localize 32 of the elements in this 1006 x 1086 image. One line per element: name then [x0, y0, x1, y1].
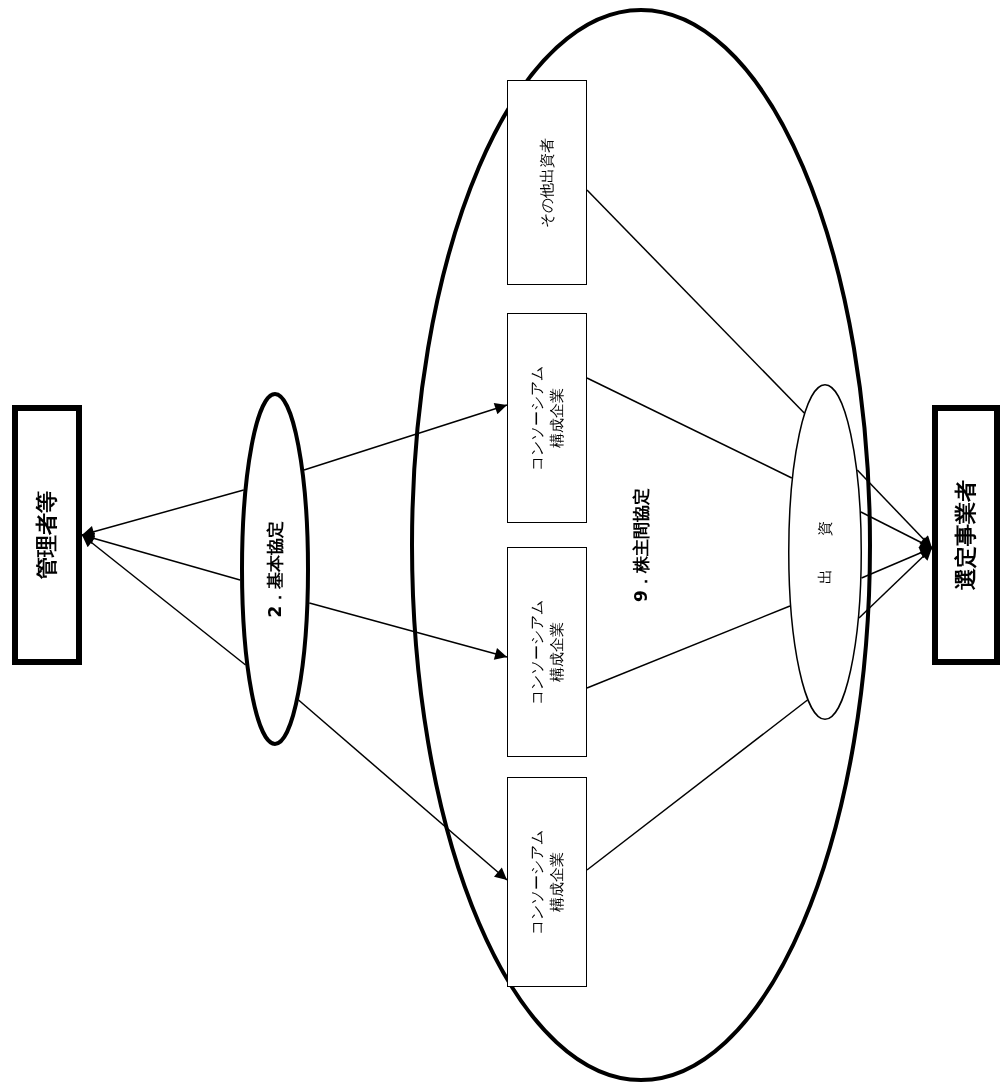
node-label: コンソーシアム構成企業 — [526, 598, 567, 706]
member-box — [507, 313, 587, 523]
investor-box — [507, 80, 587, 285]
arrow — [81, 534, 247, 666]
connector-line — [586, 377, 793, 479]
arrow — [81, 532, 241, 581]
member-box — [507, 547, 587, 757]
arrow — [297, 699, 508, 881]
node-label: コンソーシアム構成企業 — [526, 828, 567, 936]
entity-box — [12, 405, 82, 665]
entity-box — [932, 405, 1000, 665]
node-label: その他出資者 — [536, 136, 557, 230]
node-label: 2．基本協定 — [263, 519, 286, 620]
arrow — [858, 547, 933, 619]
connector-line — [586, 189, 805, 414]
node-label: 9．株主間協定 — [629, 487, 652, 604]
connector-line — [586, 699, 809, 871]
arrow — [81, 489, 245, 538]
arrow — [303, 402, 508, 471]
node-label: 出資 — [814, 486, 835, 586]
arrow — [856, 469, 933, 549]
investment-ellipse — [788, 384, 862, 720]
node-label: 管理者等 — [33, 490, 61, 581]
node-label: コンソーシアム構成企業 — [526, 364, 567, 472]
connector-line — [586, 605, 791, 689]
node-label: 選定事業者 — [952, 479, 980, 592]
agreement-ellipse — [410, 8, 872, 1082]
arrow — [860, 511, 933, 549]
arrow — [860, 547, 933, 579]
arrow — [308, 602, 508, 660]
agreement-ellipse — [240, 392, 310, 746]
member-box — [507, 777, 587, 987]
